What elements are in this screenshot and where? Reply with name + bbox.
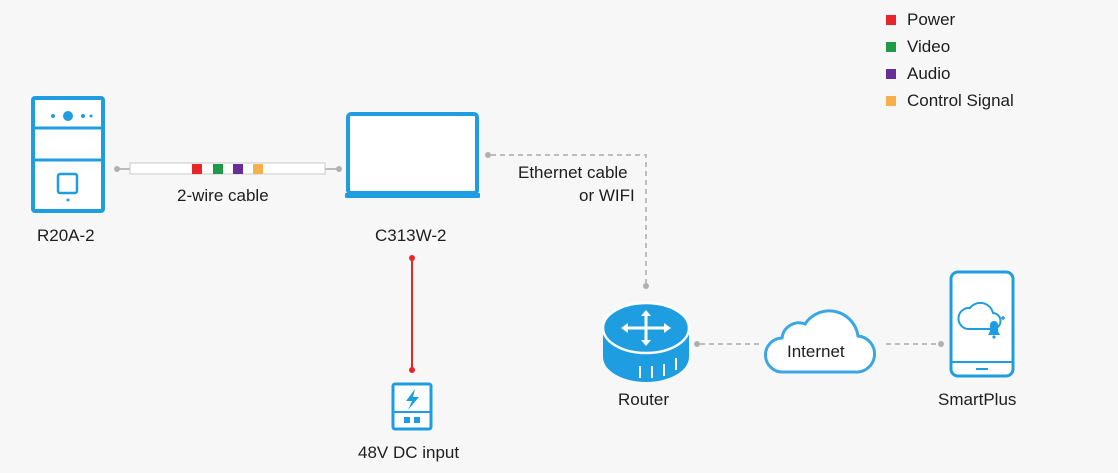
internet-phone-connection — [886, 341, 944, 347]
internet-cloud-icon — [764, 309, 877, 374]
legend-swatch-power — [886, 14, 896, 25]
phone-label: SmartPlus — [938, 390, 1017, 409]
legend: Power Video Audio Control Signal — [886, 6, 1014, 114]
ethernet-label-line2: or WIFI — [579, 186, 635, 205]
power-wire-swatch — [192, 164, 202, 174]
router-icon — [601, 301, 691, 382]
door-station-icon — [31, 96, 105, 213]
power-supply-label: 48V DC input — [358, 443, 460, 462]
internet-label: Internet — [787, 342, 845, 361]
two-wire-cable — [114, 162, 342, 175]
ethernet-label-line1: Ethernet cable — [518, 163, 628, 182]
smartphone-icon — [949, 270, 1015, 378]
two-wire-cable-label: 2-wire cable — [177, 186, 269, 205]
legend-item-power: Power — [886, 6, 1014, 33]
power-connection — [409, 255, 415, 373]
legend-swatch-control-signal — [886, 95, 896, 106]
legend-swatch-audio — [886, 68, 896, 79]
legend-label-video: Video — [907, 36, 951, 56]
legend-label-control-signal: Control Signal — [907, 90, 1014, 110]
power-supply-icon — [391, 382, 433, 431]
monitor-icon — [345, 112, 480, 198]
ethernet-connection — [485, 152, 649, 289]
control-wire-swatch — [253, 164, 263, 174]
legend-item-audio: Audio — [886, 60, 1014, 87]
door-station-label: R20A-2 — [37, 226, 95, 245]
legend-item-control-signal: Control Signal — [886, 87, 1014, 114]
router-label: Router — [618, 390, 670, 409]
audio-wire-swatch — [233, 164, 243, 174]
monitor-label: C313W-2 — [375, 226, 447, 245]
router-internet-connection — [694, 341, 760, 347]
legend-label-audio: Audio — [907, 63, 951, 83]
legend-item-video: Video — [886, 33, 1014, 60]
legend-label-power: Power — [907, 9, 956, 29]
legend-swatch-video — [886, 41, 896, 52]
video-wire-swatch — [213, 164, 223, 174]
